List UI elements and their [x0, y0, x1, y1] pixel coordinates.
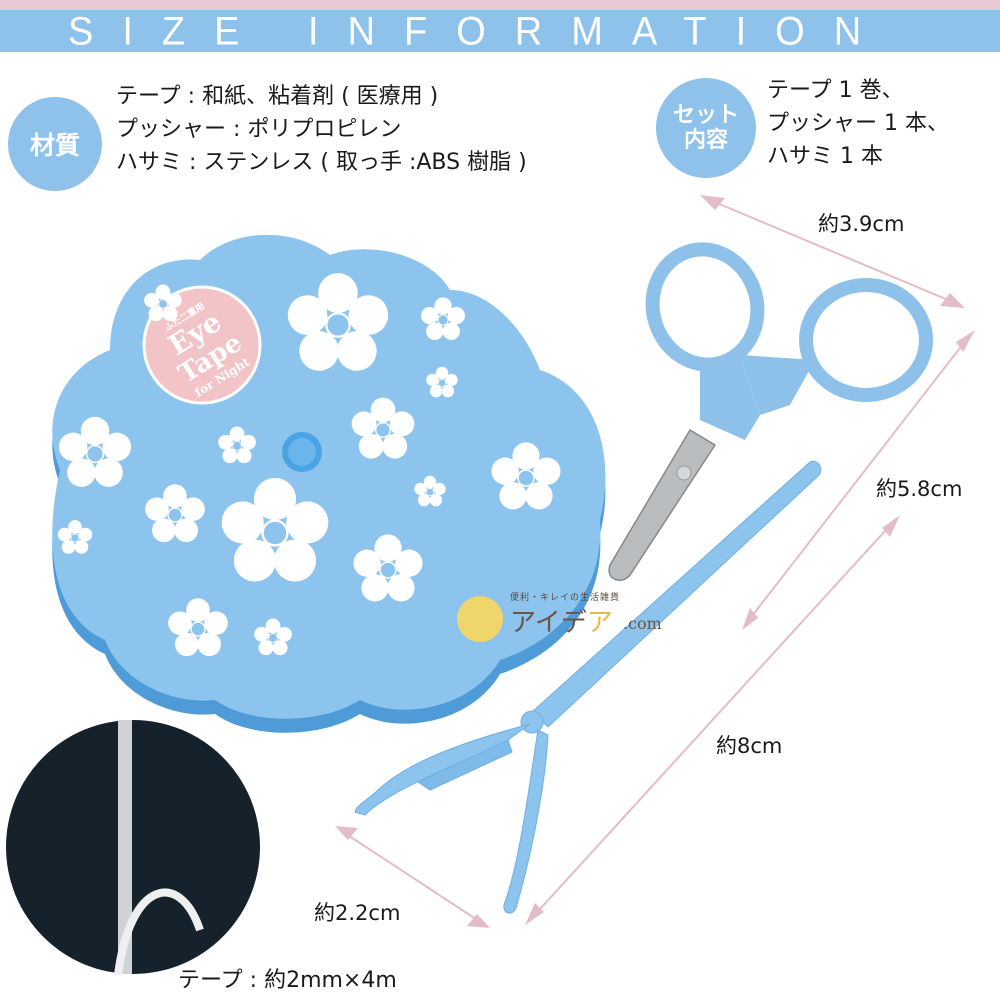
pusher-width-label: 約2.2cm — [314, 901, 401, 925]
logo-dotcom: .com — [623, 614, 662, 633]
pusher-length-label: 約8cm — [716, 734, 783, 758]
scissors-width-label: 約3.9cm — [818, 212, 905, 236]
set-badge-line2: 内容 — [683, 128, 728, 153]
top-pink-strip — [0, 0, 1000, 10]
measurement-arrows — [335, 195, 975, 928]
scissors — [608, 242, 933, 581]
tape-size-caption: テープ : 約2mm×4m — [178, 968, 397, 993]
material-scissors: ハサミ : ステンレス ( 取っ手 :ABS 樹脂 ) — [116, 150, 527, 175]
set-contents-badge: セット 内容 — [656, 78, 756, 178]
material-pusher: プッシャー : ポリプロピレン — [116, 117, 402, 142]
set-item-pusher: プッシャー 1 本、 — [767, 111, 949, 136]
tape-case: ふた二重用 Eye Tape for Night — [52, 234, 606, 733]
logo-name: アイデア — [510, 608, 613, 638]
logo-tagline: 便利・キレイの生活雑貨 — [510, 593, 621, 603]
set-badge-line1: セット — [672, 103, 739, 128]
pusher — [354, 460, 822, 914]
header-banner: SIZE INFORMATION — [0, 10, 1000, 55]
material-tape: テープ : 和紙、粘着剤 ( 医療用 ) — [116, 84, 439, 109]
set-item-scissors: ハサミ 1 本 — [767, 144, 883, 169]
tape-detail-circle — [6, 720, 260, 976]
set-contents-list: テープ 1 巻、 プッシャー 1 本、 ハサミ 1 本 — [767, 74, 949, 173]
brand-logo: 便利・キレイの生活雑貨 アイデア .com — [455, 590, 665, 648]
materials-badge-label: 材質 — [29, 131, 80, 160]
page-title: SIZE INFORMATION — [68, 10, 891, 55]
shop-icon — [457, 596, 503, 642]
materials-list: テープ : 和紙、粘着剤 ( 医療用 ) プッシャー : ポリプロピレン ハサミ… — [116, 80, 527, 179]
materials-badge: 材質 — [8, 97, 102, 191]
set-item-tape: テープ 1 巻、 — [767, 78, 904, 103]
scissors-length-label: 約5.8cm — [876, 477, 963, 501]
